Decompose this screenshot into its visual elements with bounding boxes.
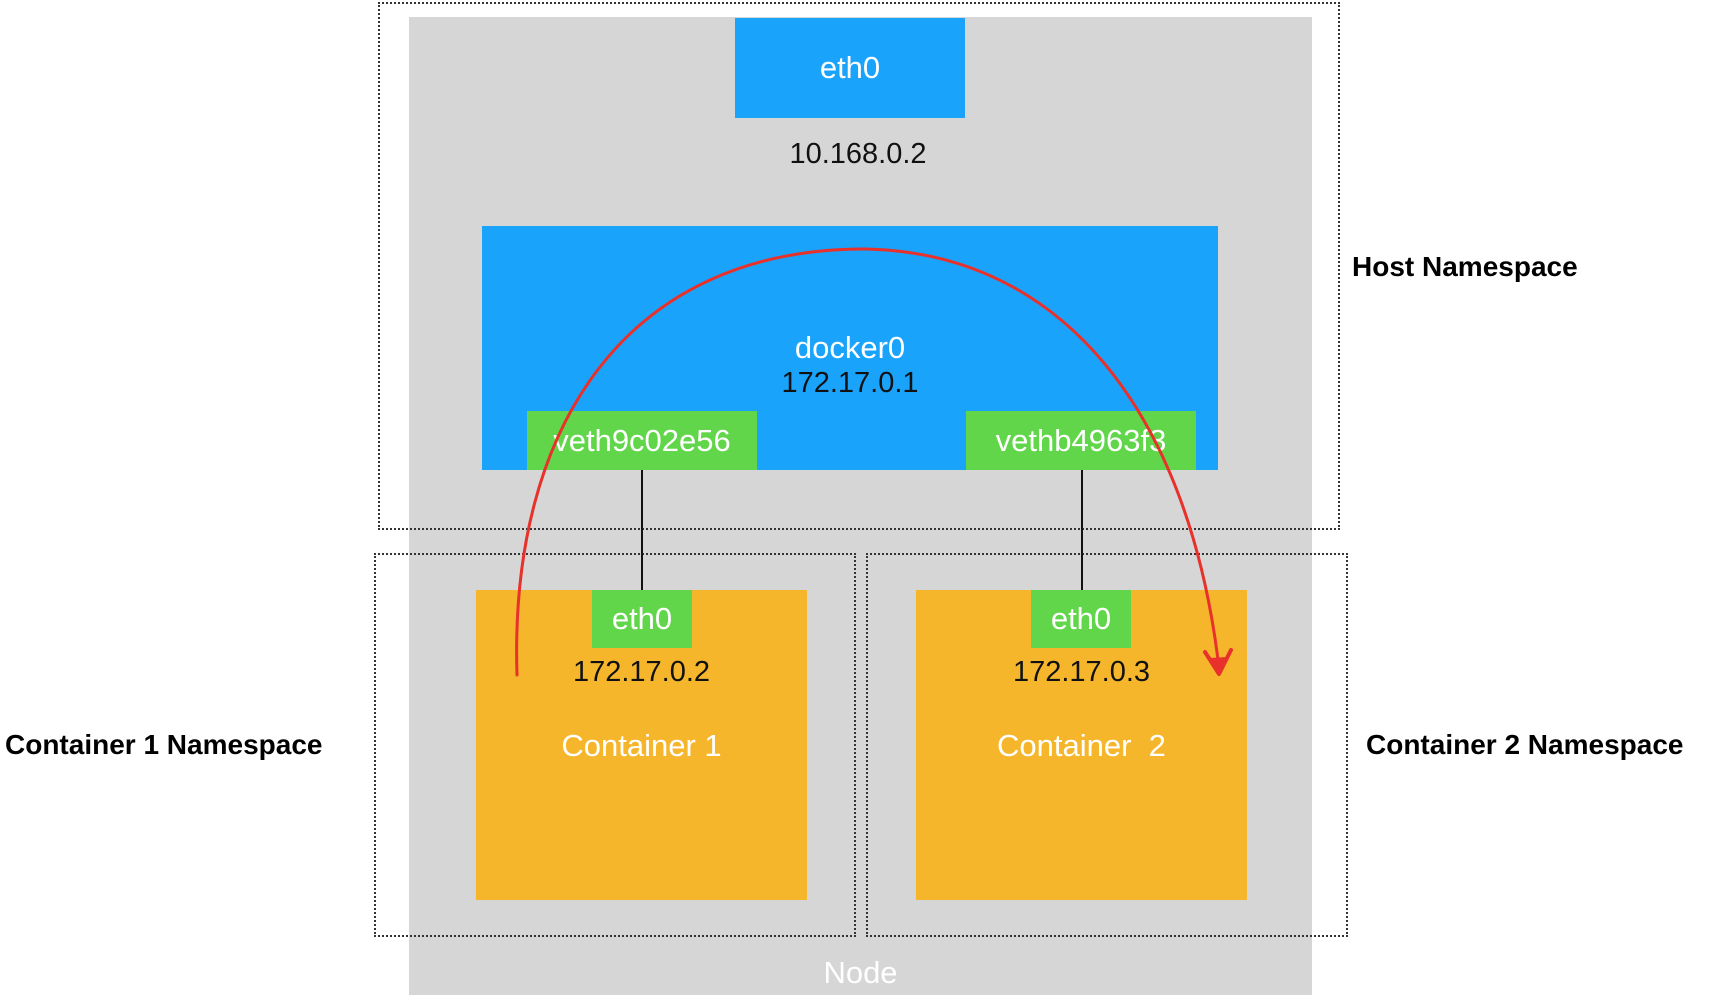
link-veth1-to-container1-eth0 [641, 470, 643, 590]
container1-namespace-label: Container 1 Namespace [5, 729, 323, 760]
link-veth2-to-container2-eth0 [1081, 470, 1083, 590]
container2-namespace-label: Container 2 Namespace [1366, 729, 1684, 760]
container2-eth0: eth0 [1031, 590, 1131, 648]
container1-ip: 172.17.0.2 [572, 656, 711, 688]
host-eth0: eth0 [735, 18, 965, 118]
container1-eth0: eth0 [592, 590, 692, 648]
container2-namespace-boundary [866, 553, 1348, 937]
veth-container2: vethb4963f3 [966, 411, 1196, 470]
container1-label: Container 1 [561, 728, 722, 763]
container1-namespace-boundary [374, 553, 856, 937]
docker0-ip: 172.17.0.1 [781, 367, 919, 399]
host-namespace-boundary [378, 2, 1340, 530]
container2-ip: 172.17.0.3 [1012, 656, 1151, 688]
node-label: Node [823, 955, 898, 990]
container2-label: Container 2 [997, 728, 1166, 763]
docker0-label: docker0 [794, 330, 906, 365]
host-namespace-label: Host Namespace [1352, 251, 1578, 282]
host-eth0-ip: 10.168.0.2 [789, 138, 927, 170]
